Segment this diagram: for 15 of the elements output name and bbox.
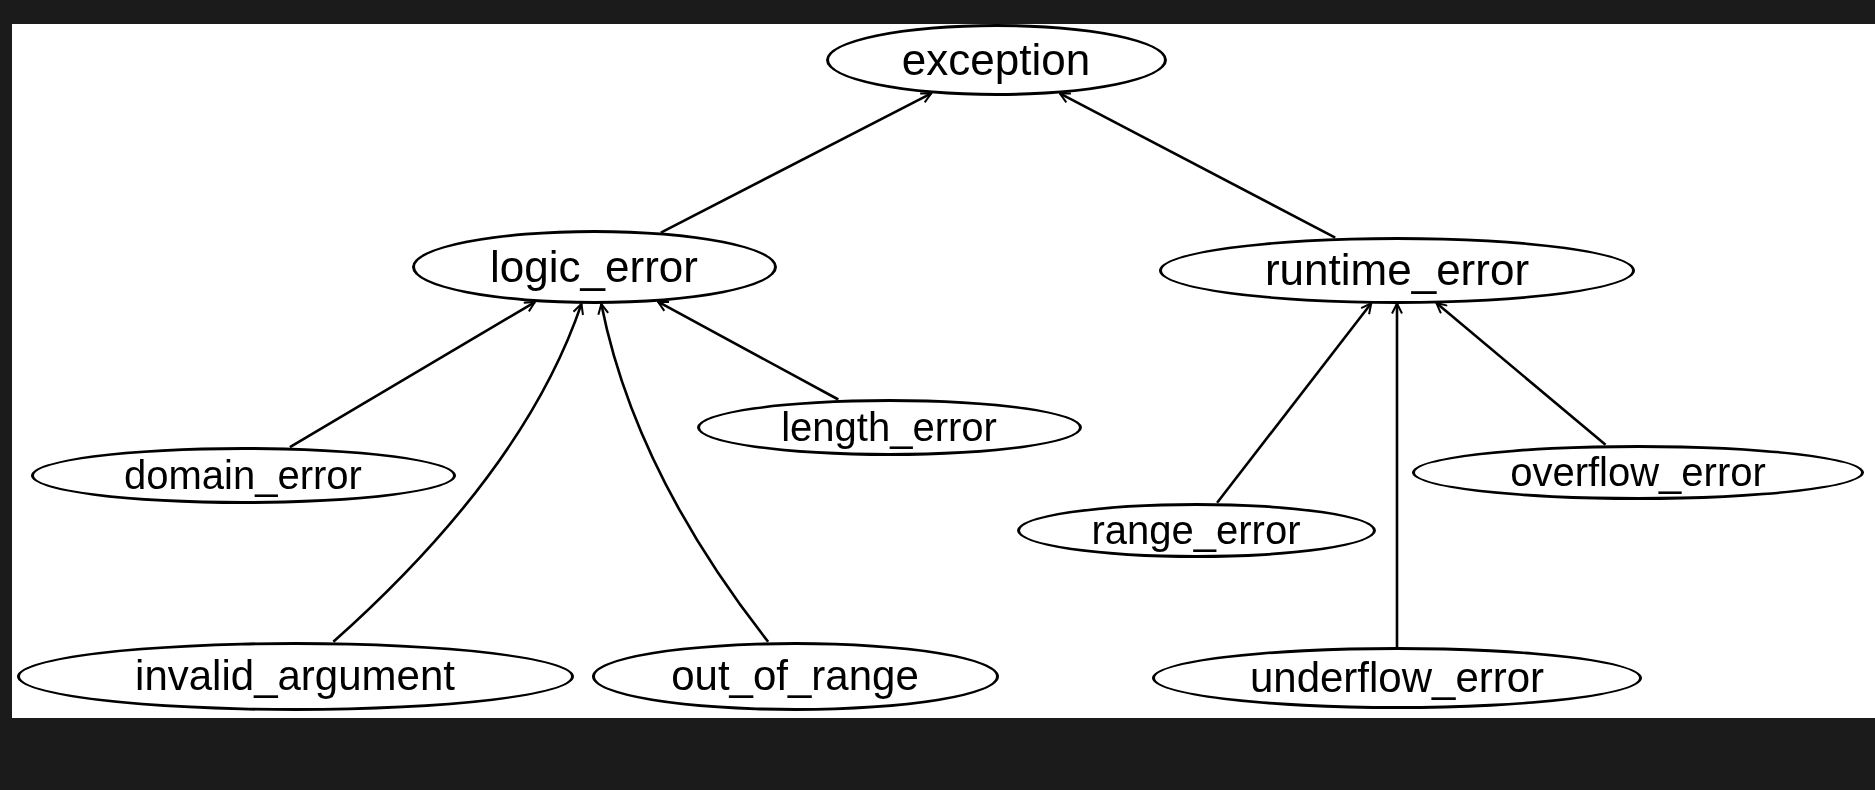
class-name: range_error [1091,510,1301,550]
class-name: overflow_error [1510,452,1766,492]
arrow [332,302,584,643]
class-name: exception [901,38,1091,82]
class-name: length_error [781,407,997,447]
class-name: out_of_range [671,655,919,697]
arrow [1435,302,1607,446]
class-name: underflow_error [1249,657,1545,699]
arrow [1391,302,1403,647]
class-name: domain_error [124,455,362,495]
class-name: logic_error [490,245,698,289]
class-name: invalid_argument [135,655,455,697]
arrow [597,302,770,643]
class-name: runtime_error [1264,248,1530,292]
arrow [1216,302,1373,504]
